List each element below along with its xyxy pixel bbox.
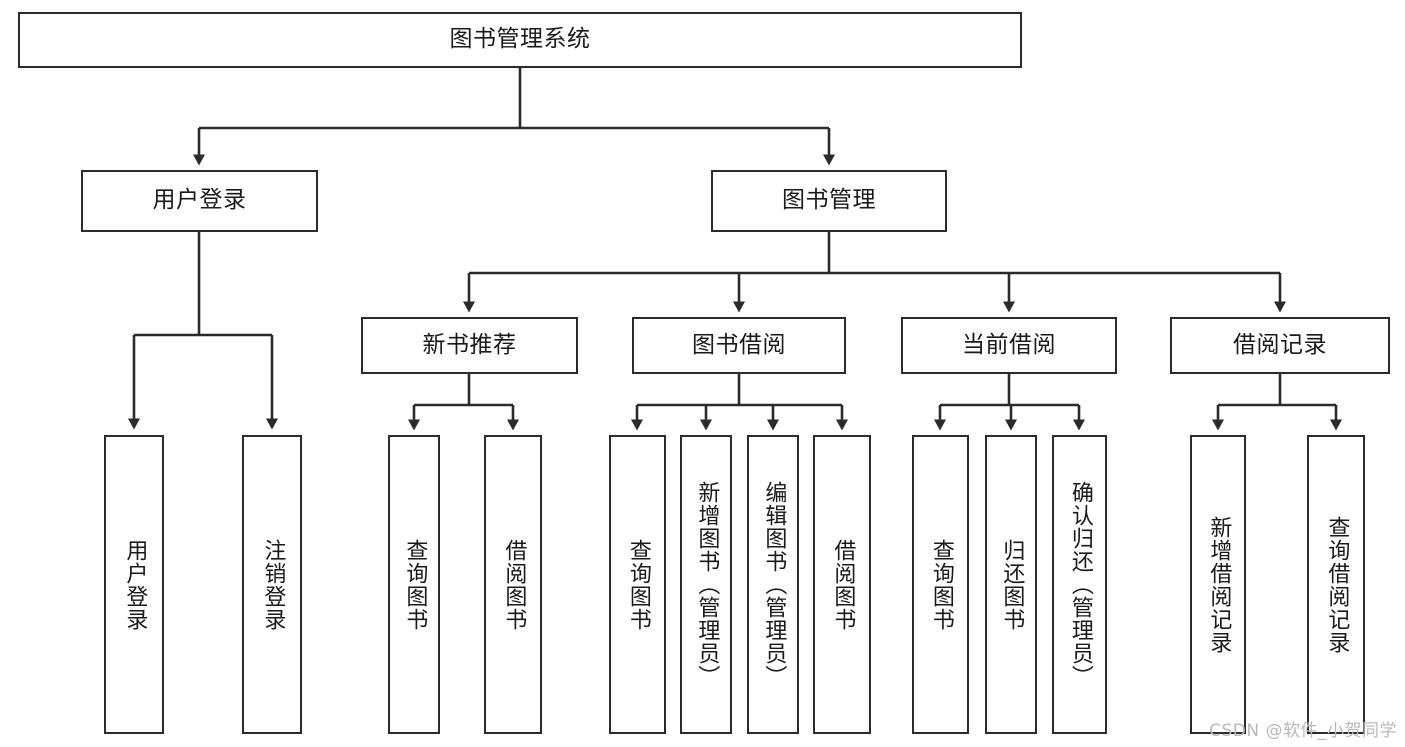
node-label: 查询图书 [928,538,954,631]
node-level2-1[interactable]: 图书管理 [711,170,947,232]
node-label: 归还图书 [999,538,1025,631]
node-level2-0[interactable]: 用户登录 [81,170,318,232]
node-leaf-12[interactable]: 查询借阅记录 [1307,435,1365,734]
node-leaf-11[interactable]: 新增借阅记录 [1190,435,1246,734]
node-level3-3[interactable]: 借阅记录 [1170,317,1390,374]
node-label: 注销登录 [260,538,286,631]
node-leaf-0[interactable]: 用户登录 [104,435,164,734]
node-leaf-1[interactable]: 注销登录 [242,435,302,734]
node-leaf-8[interactable]: 查询图书 [912,435,969,734]
node-leaf-5[interactable]: 新增图书（管理员） [680,435,732,734]
node-label: 用户登录 [152,187,247,214]
node-label: 图书管理系统 [449,26,591,53]
node-leaf-9[interactable]: 归还图书 [985,435,1037,734]
node-leaf-10[interactable]: 确认归还（管理员） [1052,435,1107,734]
node-level3-0[interactable]: 新书推荐 [361,317,578,374]
node-label: 新增借阅记录 [1206,515,1232,654]
node-level3-1[interactable]: 图书借阅 [632,317,846,374]
node-label: 确认归还（管理员） [1067,481,1093,688]
node-label: 查询图书 [625,538,651,631]
node-leaf-3[interactable]: 借阅图书 [484,435,542,734]
node-label: 图书管理 [782,187,876,214]
node-leaf-2[interactable]: 查询图书 [388,435,440,734]
node-leaf-7[interactable]: 借阅图书 [813,435,871,734]
node-root[interactable]: 图书管理系统 [18,12,1022,68]
node-label: 图书借阅 [692,331,786,358]
node-level3-2[interactable]: 当前借阅 [901,317,1117,374]
node-label: 当前借阅 [962,331,1056,358]
node-label: 借阅图书 [830,538,856,631]
node-label: 查询借阅记录 [1324,515,1350,654]
node-leaf-4[interactable]: 查询图书 [609,435,666,734]
node-label: 新书推荐 [422,331,517,358]
node-label: 查询图书 [402,538,428,631]
node-label: 用户登录 [122,538,148,631]
node-label: 新增图书（管理员） [694,481,720,688]
node-label: 借阅记录 [1233,331,1327,358]
node-leaf-6[interactable]: 编辑图书（管理员） [747,435,799,734]
node-label: 借阅图书 [501,538,527,631]
node-label: 编辑图书（管理员） [761,481,787,688]
